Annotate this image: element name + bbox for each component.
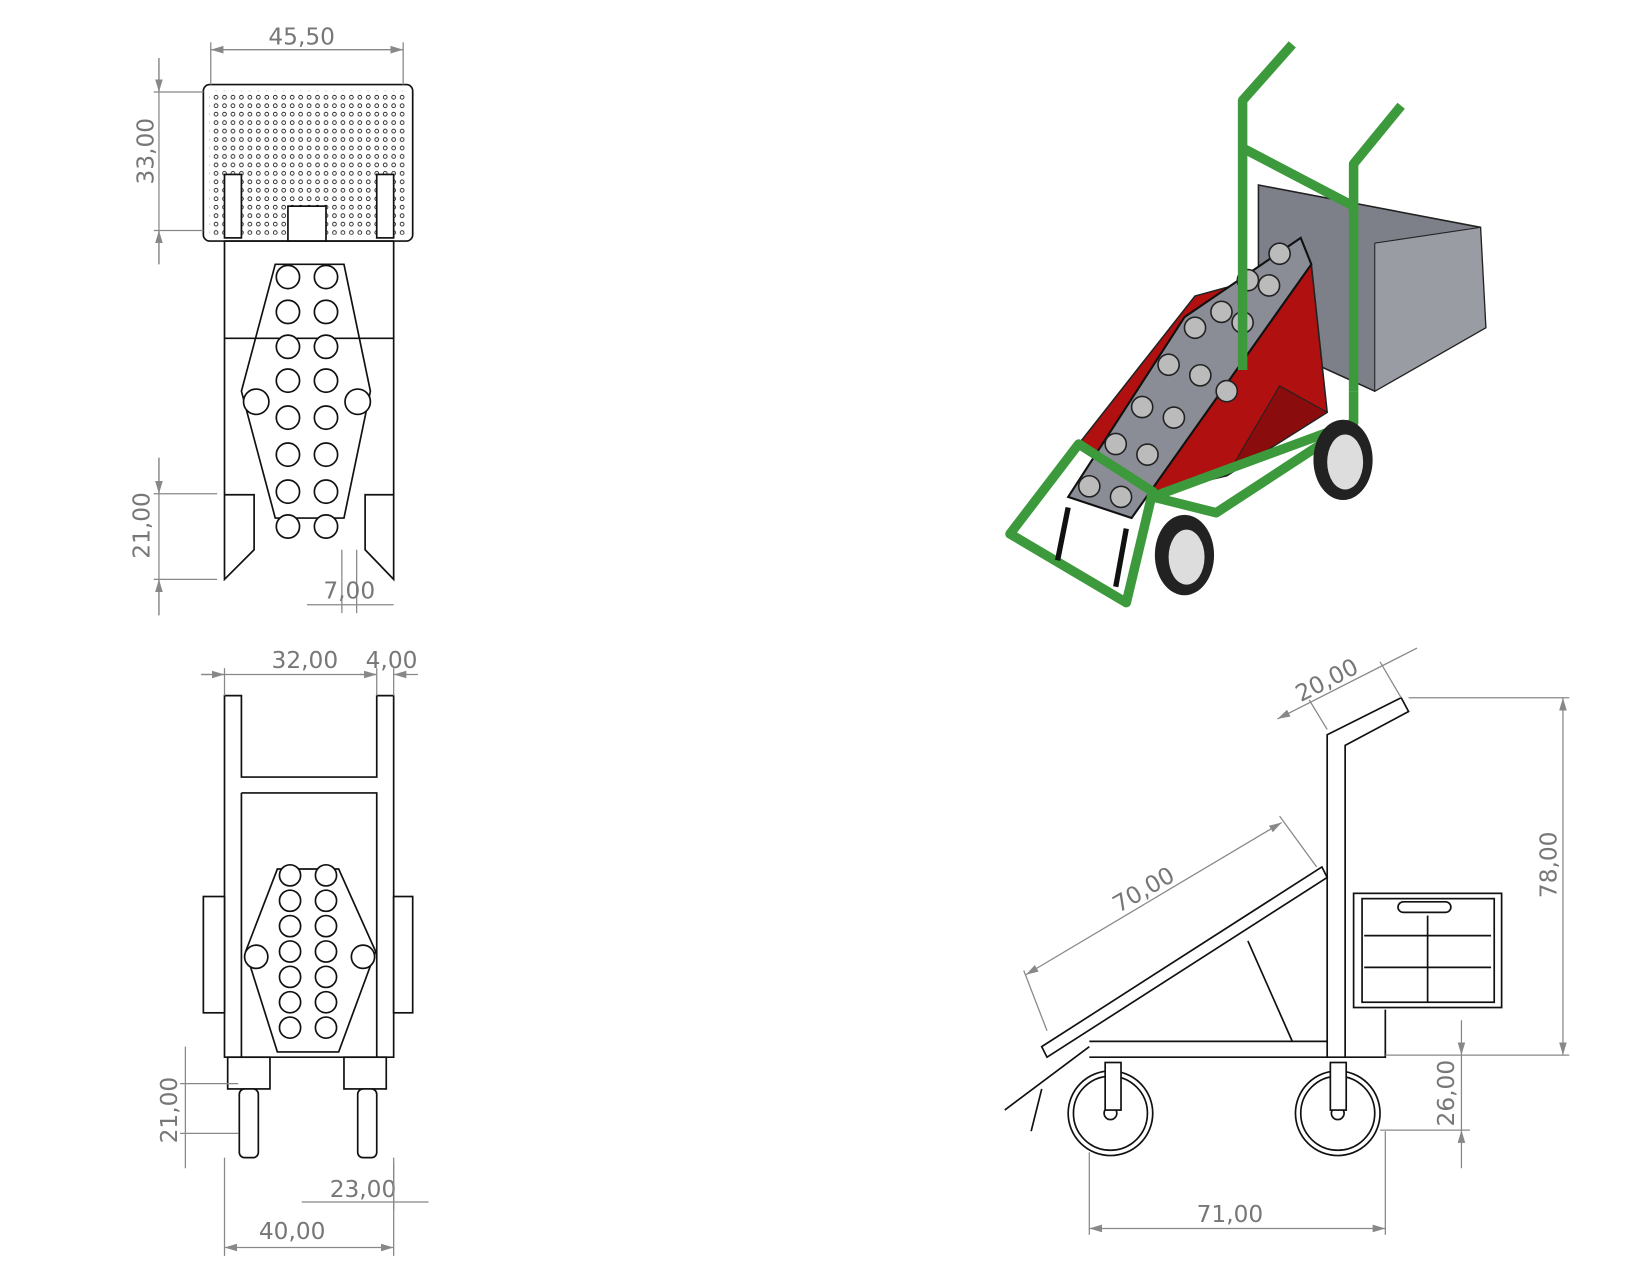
dimension-ground-clearance: 26,00 xyxy=(1380,1020,1470,1169)
dimension-width: 45,50 xyxy=(210,23,404,85)
caster xyxy=(343,1056,388,1159)
dimension-label: 21,00 xyxy=(156,1077,183,1144)
dimension-blade-gap: 7,00 xyxy=(306,549,394,614)
dimension-label: 21,00 xyxy=(128,492,155,559)
isometric-view xyxy=(1005,41,1487,608)
dimension-label: 45,50 xyxy=(268,23,335,50)
wheel xyxy=(1294,1061,1381,1157)
dimension-post-width: 4,00 xyxy=(359,647,418,696)
side-view: 20,00 70,00 78,00 26,00 71,00 xyxy=(1004,647,1570,1235)
side-plate xyxy=(244,868,377,1053)
dimension-label: 32,00 xyxy=(272,647,339,674)
crate xyxy=(1352,892,1503,1009)
dimension-label: 70,00 xyxy=(1108,862,1179,919)
dimension-caster-height: 21,00 xyxy=(156,1046,239,1169)
roller-column xyxy=(243,863,376,1040)
dimension-label: 78,00 xyxy=(1536,832,1563,899)
dimension-inner-width: 32,00 xyxy=(201,647,378,696)
dimension-overall-height: 78,00 xyxy=(1385,697,1570,1056)
chute-deck xyxy=(1040,865,1329,1059)
dimension-overall-width: 40,00 xyxy=(223,1157,395,1256)
wheel xyxy=(202,895,226,1014)
roller-column xyxy=(242,264,372,539)
dimension-caster-offset: 23,00 xyxy=(301,1162,429,1211)
dimension-label: 4,00 xyxy=(366,647,418,674)
dimension-label: 23,00 xyxy=(330,1176,397,1203)
frame-outline xyxy=(223,240,395,582)
wheel xyxy=(1154,514,1215,596)
dimension-overall-length: 71,00 xyxy=(1088,1131,1386,1235)
dimension-label: 33,00 xyxy=(133,118,160,185)
front-view: 32,00 4,00 21,00 23,00 40,00 xyxy=(156,647,429,1256)
dimension-blade-length: 21,00 xyxy=(128,457,218,616)
side-plate xyxy=(240,263,372,519)
wheel xyxy=(1067,1061,1154,1157)
dimension-crate-depth: 33,00 xyxy=(133,58,204,265)
dimension-label: 20,00 xyxy=(1291,653,1363,707)
dimension-label: 26,00 xyxy=(1433,1060,1460,1127)
top-view: 45,50 33,00 21,00 7,00 xyxy=(128,23,414,616)
wheel xyxy=(392,895,414,1014)
dimension-label: 7,00 xyxy=(323,577,375,604)
handle xyxy=(1326,696,1410,1058)
wheel xyxy=(1313,419,1373,501)
dimension-label: 40,00 xyxy=(259,1218,326,1245)
caster xyxy=(226,1056,271,1159)
dimension-label: 71,00 xyxy=(1197,1201,1264,1228)
